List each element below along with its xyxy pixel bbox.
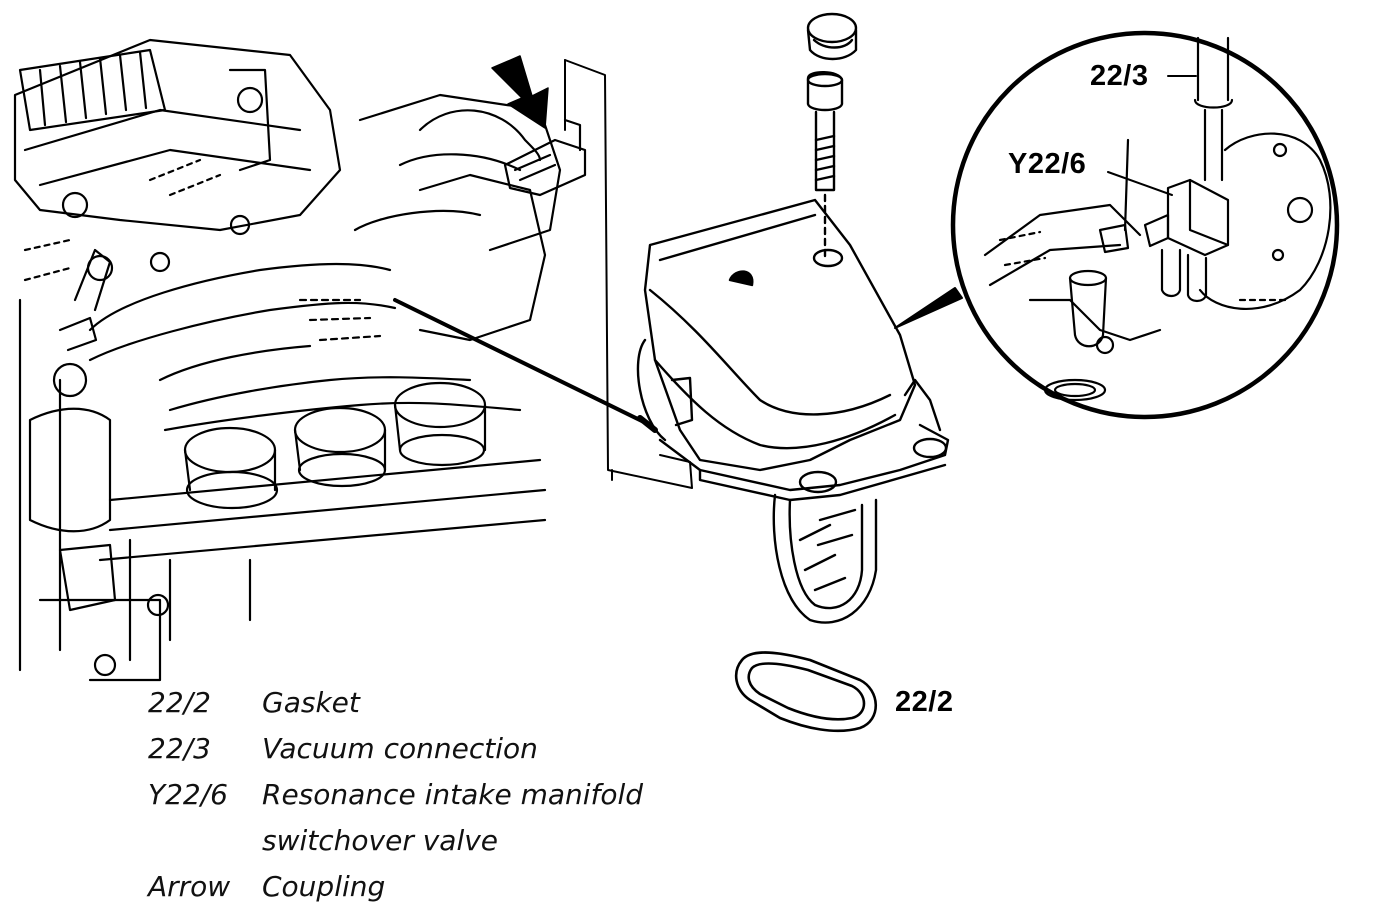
- mounting-bolt: [806, 71, 844, 260]
- legend-row: Arrow Coupling: [148, 870, 782, 916]
- legend: 22/2 Gasket 22/3 Vacuum connection Y22/6…: [148, 686, 782, 916]
- legend-row: Y22/6 Resonance intake manifold: [148, 778, 782, 824]
- callout-gasket: 22/2: [895, 686, 954, 718]
- coupling-arrow-icon: [491, 55, 549, 129]
- coupling-connector: [503, 118, 587, 197]
- legend-code: 22/2: [148, 686, 211, 719]
- legend-description: Gasket: [262, 686, 360, 719]
- detail-view: [894, 30, 1340, 420]
- gasket: [734, 651, 877, 733]
- engine-block: [13, 38, 562, 682]
- section-plane: [564, 59, 693, 489]
- cap-plug: [806, 12, 858, 61]
- legend-row: switchover valve: [148, 824, 782, 870]
- lower-duct: [772, 493, 878, 624]
- legend-code: 22/3: [148, 732, 211, 765]
- callout-vacuum-connection: 22/3: [1090, 60, 1149, 92]
- legend-description: Resonance intake manifold: [262, 778, 644, 811]
- legend-description: Coupling: [262, 870, 386, 903]
- manifold-leader-line: [393, 298, 652, 427]
- callout-switchover-valve: Y22/6: [1008, 148, 1087, 180]
- legend-row: 22/3 Vacuum connection: [148, 732, 782, 778]
- legend-row: 22/2 Gasket: [148, 686, 782, 732]
- valve-cover: [636, 198, 950, 502]
- legend-code: Arrow: [148, 870, 231, 903]
- legend-description: Vacuum connection: [262, 732, 538, 765]
- legend-code: Y22/6: [148, 778, 228, 811]
- legend-description: switchover valve: [262, 824, 499, 857]
